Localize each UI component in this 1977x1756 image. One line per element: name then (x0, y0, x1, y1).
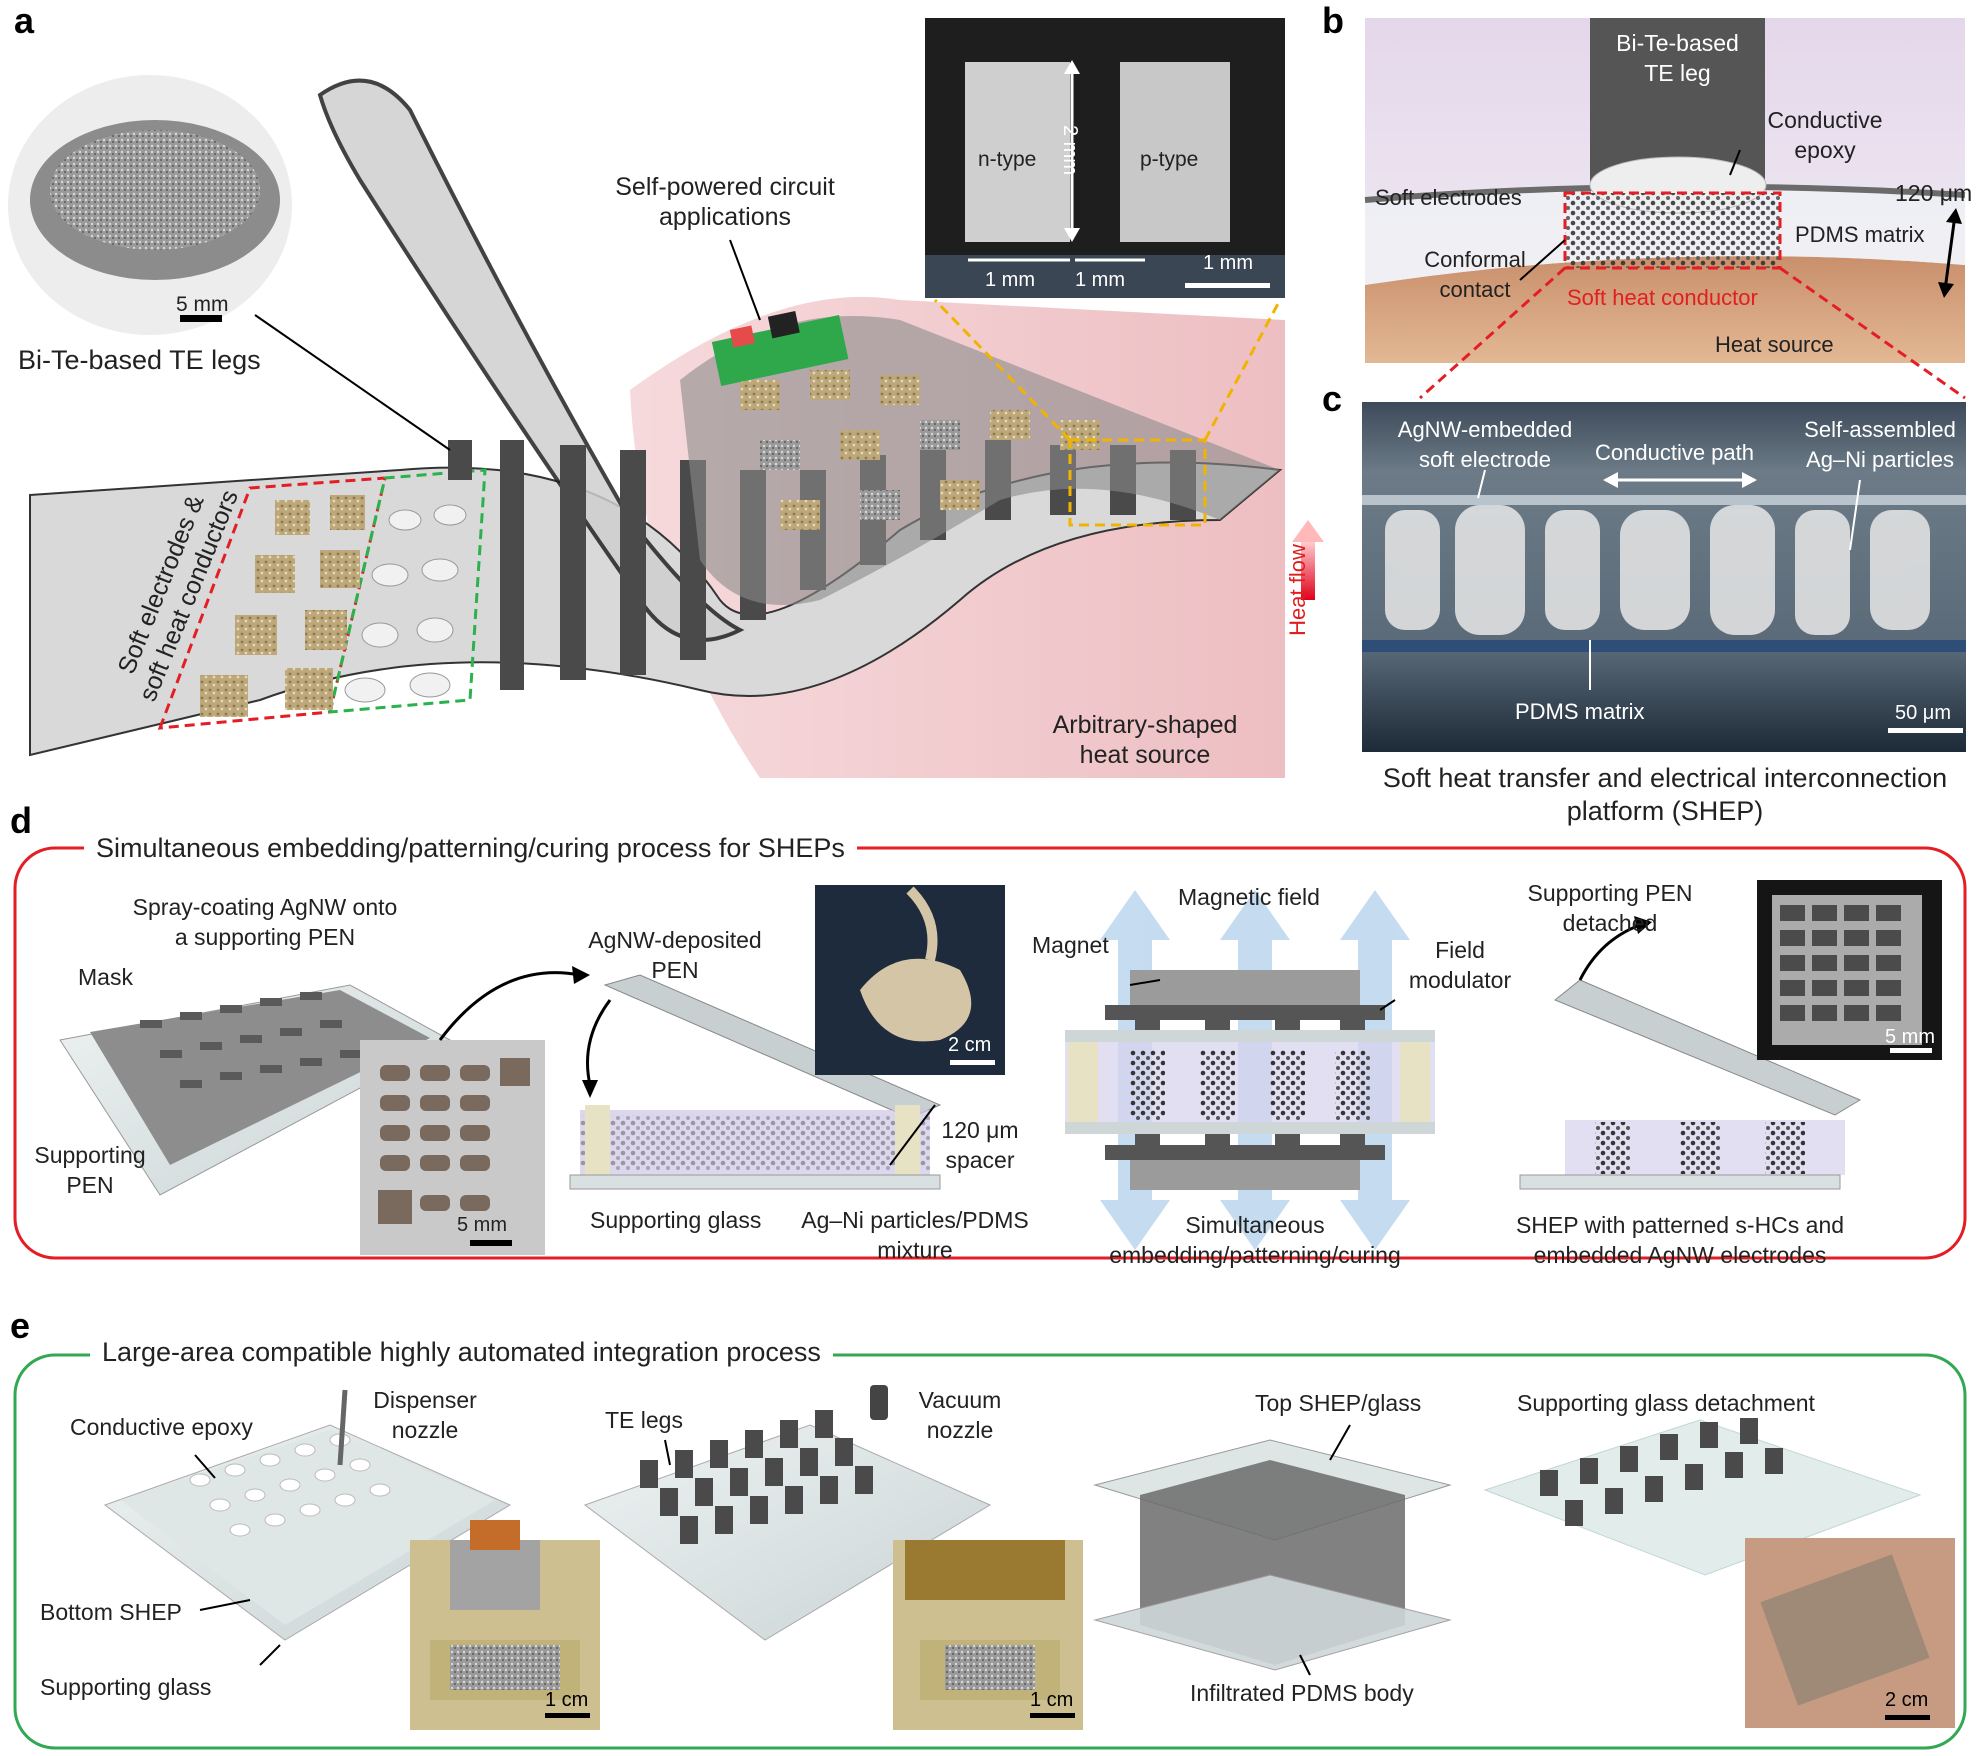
top-electrodes (740, 370, 1100, 530)
heat-source-b-label: Heat source (1715, 332, 1834, 357)
p-type-label: p-type (1140, 148, 1199, 171)
epoxy-dots (344, 504, 467, 703)
scale-c-label: 50 μm (1895, 702, 1951, 724)
epoxy-e-label: Conductive epoxy (70, 1414, 253, 1440)
te-legs-e-label: TE legs (605, 1407, 683, 1433)
mask-label: Mask (78, 964, 133, 990)
mask-scale: 5 mm (457, 1214, 507, 1236)
width-label-2: 1 mm (1075, 269, 1125, 291)
pour-scale: 2 cm (948, 1034, 992, 1056)
panel-a-graphics (8, 75, 1285, 778)
panel-e-title: Large-area compatible highly automated i… (90, 1337, 833, 1368)
photo2-scale: 1 cm (1030, 1689, 1074, 1711)
soft-electrodes-label: Soft electrodes (1375, 185, 1522, 210)
top-shep-label: Top SHEP/glass (1255, 1390, 1422, 1416)
pdms-c-label: PDMS matrix (1515, 699, 1645, 724)
inset-scale-label: 5 mm (176, 293, 229, 316)
heat-flow-label: Heat flow (1284, 544, 1310, 636)
te-legs-caption: Bi-Te-based TE legs (18, 345, 261, 375)
pdms-body-label: Infiltrated PDMS body (1190, 1680, 1414, 1706)
panel-d-graphics (13, 846, 1967, 1260)
panel-label-e: e (10, 1305, 31, 1346)
micrograph-a (925, 18, 1285, 298)
magnet-label: Magnet (1032, 932, 1109, 958)
detachment-label: Supporting glass detachment (1517, 1390, 1815, 1416)
supporting-glass-e-label: Supporting glass (40, 1674, 212, 1700)
pdms-label: PDMS matrix (1795, 222, 1925, 247)
bottom-shep-label: Bottom SHEP (40, 1599, 182, 1625)
conductive-path-label: Conductive path (1595, 440, 1754, 465)
supporting-glass-d-label: Supporting glass (590, 1207, 762, 1233)
panel-e-graphics (13, 1353, 1967, 1750)
micrograph-scale: 1 mm (1203, 252, 1253, 274)
heat-conductor-label: Soft heat conductor (1567, 285, 1758, 310)
electrode-patches (200, 495, 365, 717)
n-type-label: n-type (978, 148, 1037, 171)
panel-label-b: b (1322, 0, 1344, 41)
panel-b-graphics (1364, 18, 1966, 400)
panel-c-graphics (1292, 402, 1966, 752)
panel-label-c: c (1322, 378, 1343, 419)
shep-scale: 5 mm (1885, 1026, 1935, 1048)
shep-caption: Soft heat transfer and electrical interc… (1382, 763, 1948, 826)
width-label-1: 1 mm (985, 269, 1035, 291)
photo1-scale: 1 cm (545, 1689, 589, 1711)
height-label: 2 mm (1059, 125, 1081, 175)
panel-label-d: d (10, 800, 32, 841)
magnetic-field-label: Magnetic field (1178, 884, 1320, 910)
panel-label-a: a (14, 0, 35, 41)
thickness-label: 120 μm (1895, 180, 1973, 206)
photo3-scale: 2 cm (1885, 1689, 1929, 1711)
panel-d-title: Simultaneous embedding/patterning/curing… (84, 833, 857, 864)
